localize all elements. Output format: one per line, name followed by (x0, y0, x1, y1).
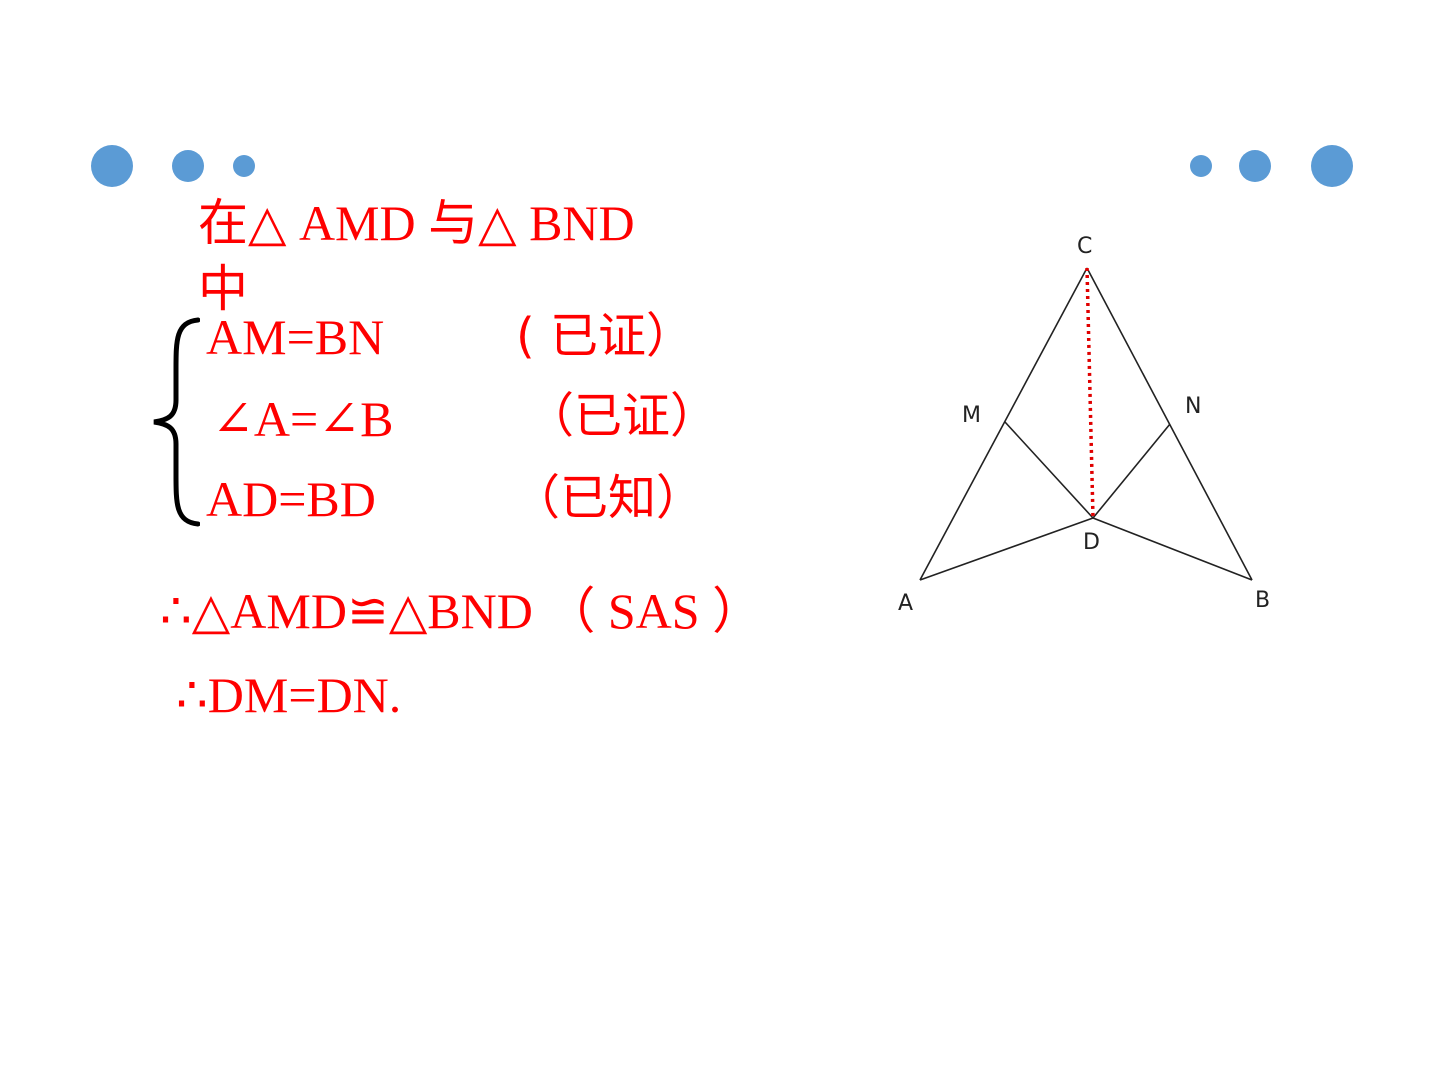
proof-heading-continued: 中 (198, 261, 248, 317)
conclusion-equal-segments: ∴DM=DN. (176, 667, 402, 723)
vertex-label-m: M (962, 403, 981, 428)
condition-statement-2: ∠A=∠B (212, 391, 394, 447)
segment-bd (1092, 517, 1253, 581)
decor-dot-left-large (91, 145, 133, 187)
diagram-lines (919, 267, 1253, 581)
decor-dot-right-large (1311, 145, 1353, 187)
decor-dot-left-small (233, 155, 255, 177)
vertex-label-a: A (898, 591, 913, 616)
segment-ad (919, 517, 1094, 581)
condition-statement-1: AM=BN (206, 309, 385, 365)
decor-dot-left-medium (172, 150, 204, 182)
decor-dot-right-medium (1239, 150, 1271, 182)
segment-nd (1092, 423, 1171, 519)
condition-statement-3: AD=BD (206, 471, 376, 527)
proof-heading: 在△ AMD 与△ BND (198, 195, 635, 251)
vertex-label-c: C (1077, 234, 1092, 259)
vertex-label-b: B (1255, 588, 1270, 613)
segment-ca (919, 267, 1088, 581)
condition-reason-3: （已知） (512, 470, 705, 526)
condition-reason-1: ( 已证） (516, 308, 694, 364)
segment-md (1004, 421, 1094, 519)
segment-cd-dotted (1085, 267, 1095, 519)
vertex-label-n: N (1185, 394, 1201, 419)
condition-reason-2: （已证） (526, 388, 719, 444)
triangle-diagram: C M N D A B (898, 234, 1270, 616)
vertex-label-d: D (1083, 530, 1100, 555)
curly-brace (153, 317, 200, 527)
conclusion-congruence: ∴△AMD≌△BND （ SAS ） (160, 583, 763, 639)
decor-dot-right-small (1190, 155, 1212, 177)
